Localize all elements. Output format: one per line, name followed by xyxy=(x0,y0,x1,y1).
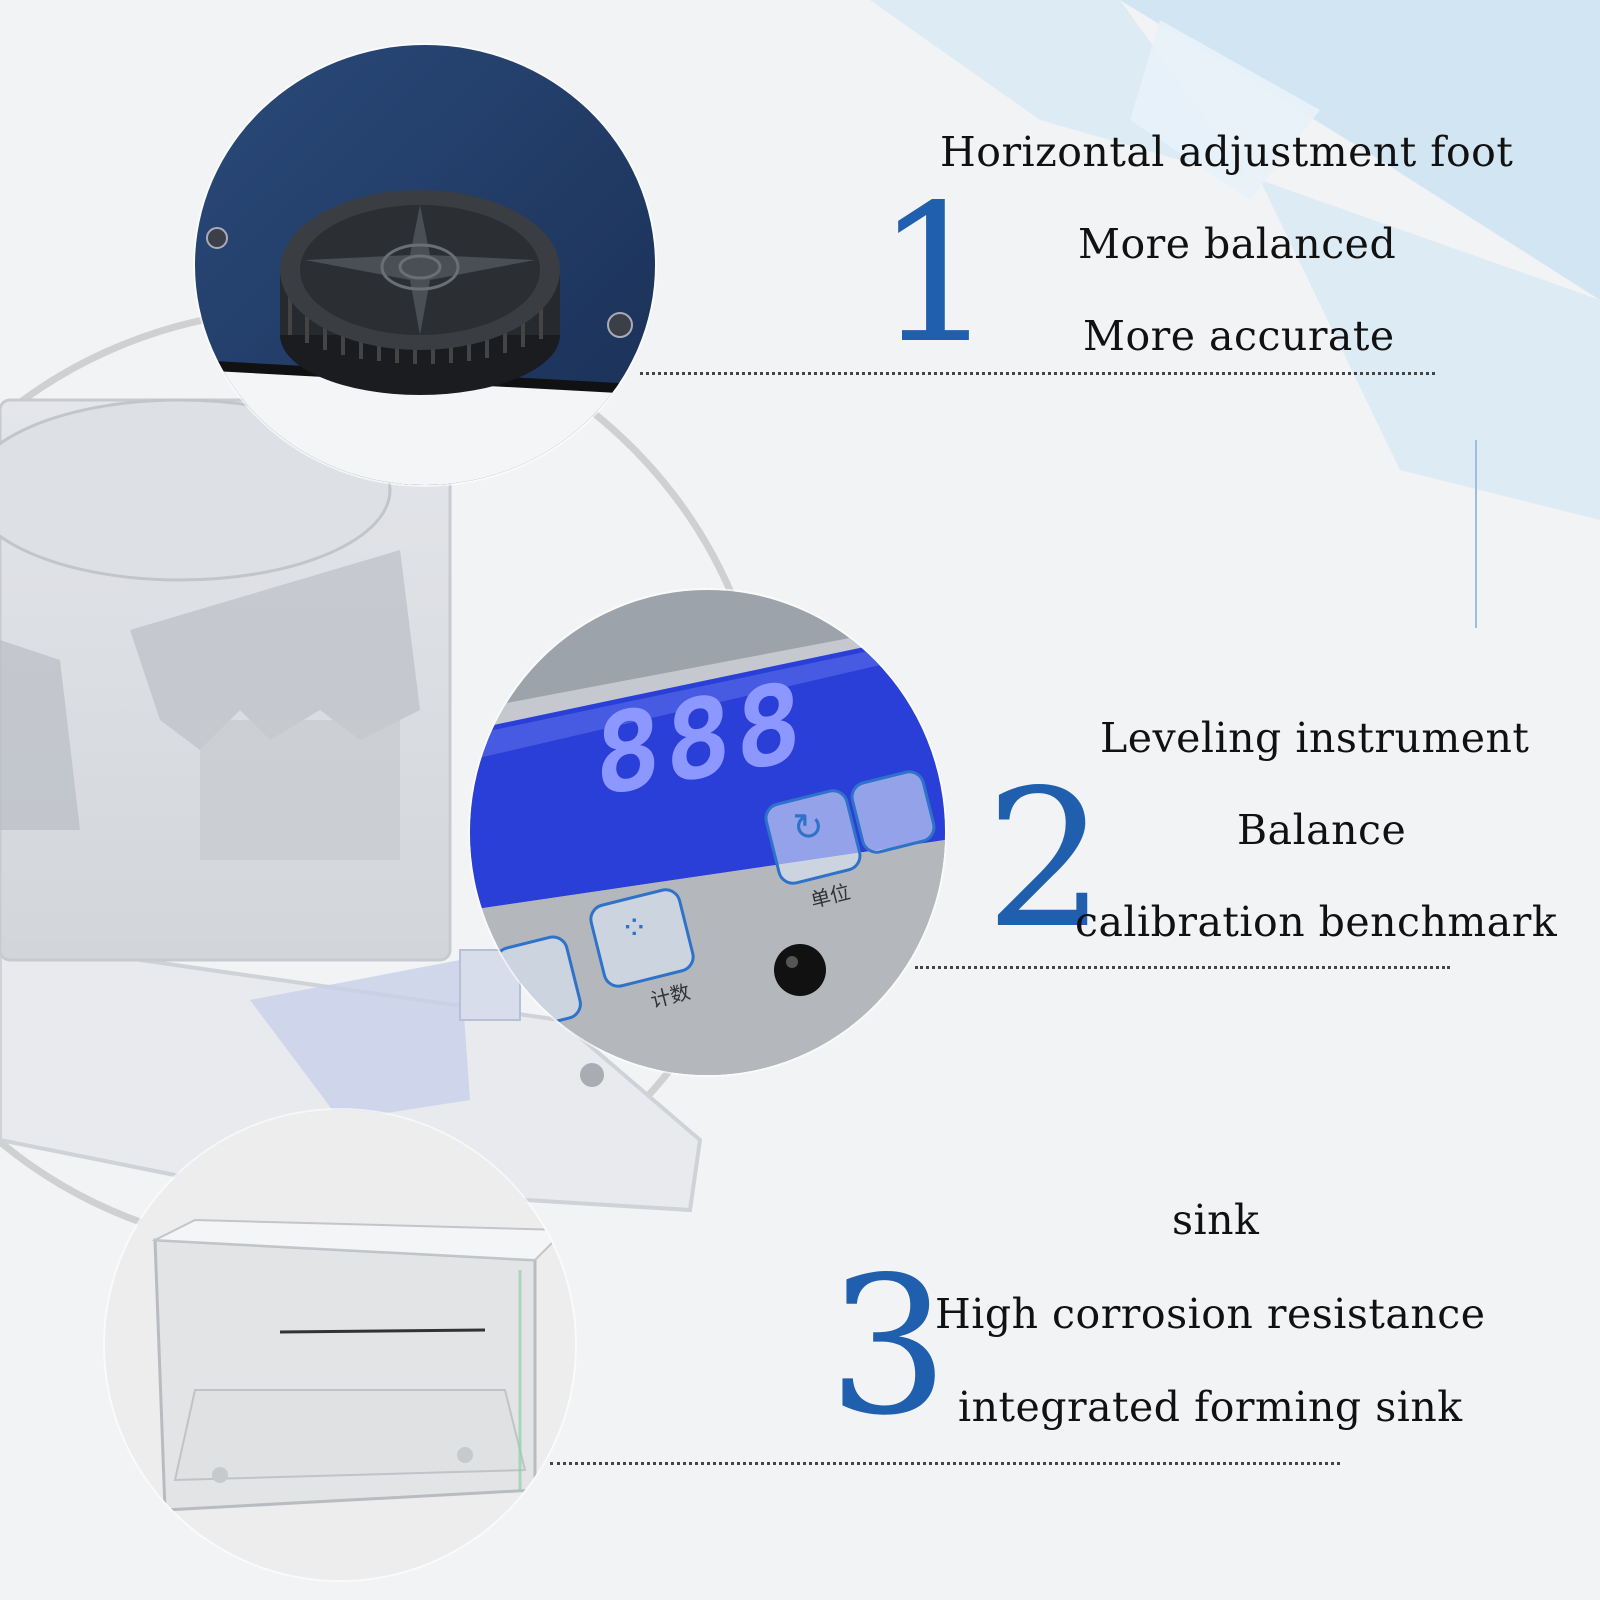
adjustment-foot-knob-icon xyxy=(195,45,655,485)
feature-1-line-2: More balanced xyxy=(1078,220,1397,268)
feature-1-line-1: Horizontal adjustment foot xyxy=(940,128,1514,176)
adjustment-foot-photo xyxy=(195,45,655,485)
control-panel-photo: 888 ⁘ 计数 ↻ 单位 xyxy=(470,590,945,1075)
transparent-sink-icon xyxy=(105,1110,575,1580)
feature-2-number: 2 xyxy=(985,749,1106,970)
feature-3-number: 3 xyxy=(828,1236,949,1457)
feature-2-line-2: Balance xyxy=(1237,806,1407,854)
feature-2-line-3: calibration benchmark xyxy=(1075,898,1558,946)
feature-2-divider xyxy=(915,966,1450,969)
feature-1-number: 1 xyxy=(875,164,996,385)
refresh-icon: ↻ xyxy=(792,805,824,849)
sink-photo xyxy=(105,1110,575,1580)
feature-3-line-3: integrated forming sink xyxy=(958,1383,1463,1431)
feature-3-line-2: High corrosion resistance xyxy=(935,1290,1486,1338)
feature-3-line-1: sink xyxy=(1172,1196,1260,1244)
feature-2-line-1: Leveling instrument xyxy=(1100,714,1530,762)
feature-1-line-3: More accurate xyxy=(1083,312,1395,360)
dots-icon: ⁘ xyxy=(620,908,649,948)
feature-1-divider xyxy=(640,372,1435,375)
feature-3-divider xyxy=(550,1462,1340,1465)
